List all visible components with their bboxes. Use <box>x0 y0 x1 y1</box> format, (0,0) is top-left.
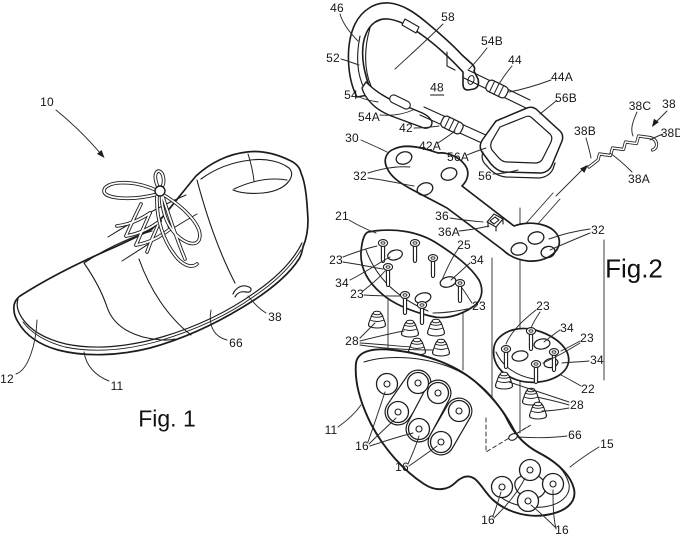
bracket-end-slot <box>467 75 475 85</box>
fig1-shoe <box>12 150 309 356</box>
projection-arrow-line <box>555 165 587 197</box>
hole-32 <box>416 182 434 196</box>
receptacle-28 <box>400 319 420 338</box>
arrow-line-10 <box>55 109 102 155</box>
cleat-position-16 <box>426 381 450 405</box>
receptacle-28 <box>367 310 387 329</box>
cleat-position-16 <box>429 430 453 454</box>
tab-slot <box>389 94 411 110</box>
oval-hole-34 <box>543 357 559 369</box>
heel-bracket-46 <box>347 2 480 129</box>
sole-welt-line <box>16 242 303 348</box>
hole-32 <box>510 242 528 256</box>
loop-inner <box>490 115 553 164</box>
wire-path <box>587 134 659 169</box>
quarter-seam <box>196 179 236 284</box>
wire-path-inner <box>588 135 658 168</box>
projection-arrowhead <box>580 165 588 173</box>
hidden-dashed-line <box>485 417 530 453</box>
fig1-caption: Fig. 1 <box>138 405 196 432</box>
arrowhead-38 <box>652 118 659 127</box>
cleat-position-16 <box>518 458 542 482</box>
hole-32 <box>395 151 413 165</box>
bracket-outline <box>347 2 480 98</box>
bracket-notch <box>446 51 456 71</box>
oval-hole-34 <box>533 338 551 350</box>
wire-hook-38 <box>232 285 252 298</box>
wingtip-seam <box>83 230 176 341</box>
cleat-position-16 <box>406 371 430 395</box>
leader-lines <box>15 13 668 530</box>
hole-32 <box>540 245 556 259</box>
cleat-position-16 <box>490 475 514 499</box>
toggle-fastener-44 <box>483 77 511 101</box>
lace-knot <box>154 185 166 197</box>
oval-hole-34 <box>439 276 457 288</box>
insole-arc <box>233 178 288 190</box>
fig2-caption: Fig.2 <box>605 253 663 284</box>
arrowhead-10 <box>97 150 105 158</box>
side-hole-66 <box>508 433 518 441</box>
plate-fold-line <box>495 351 535 380</box>
loop-thickness <box>481 151 556 179</box>
cleat-position-16 <box>375 372 399 396</box>
shoe-silhouette <box>12 150 309 356</box>
oval-hole-34 <box>511 350 529 362</box>
loop-outer <box>479 106 564 174</box>
collar-inner-rim <box>200 158 293 194</box>
bracket-inner-line <box>365 27 372 87</box>
stirrup-loop-56 <box>479 106 564 179</box>
heel-lining-seam <box>247 153 255 182</box>
cleat-position-16 <box>447 399 471 423</box>
receptacle-28 <box>426 318 446 337</box>
shoe-laces <box>102 169 202 268</box>
hole-32 <box>527 231 545 245</box>
strap-slider-58 <box>401 18 420 34</box>
oval-hole-34 <box>387 249 403 261</box>
toggle-fastener-42 <box>438 113 466 137</box>
cleat-position-16 <box>386 400 410 424</box>
vamp-seam <box>138 258 192 336</box>
receptacle-28 <box>431 338 451 357</box>
wire-38 <box>587 134 659 169</box>
hole-32 <box>440 167 458 181</box>
sole-welt-line-2 <box>22 249 302 351</box>
outsole-rim <box>363 356 570 508</box>
